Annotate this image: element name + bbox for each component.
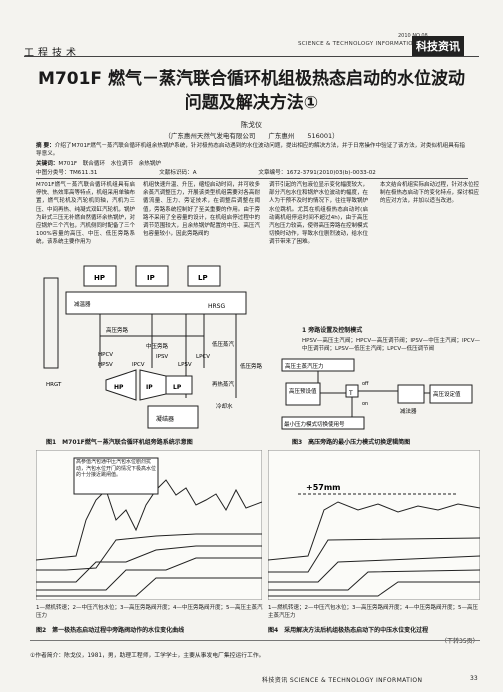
label-hrsg: HRSG <box>208 303 225 310</box>
label-hp-bypass: 高压旁路 <box>106 326 129 334</box>
fig2-annotation: 高参值汽包通中压汽包水位剧烈扰动，汽包水位开门的情况下极高水位的十分接近跳闸值。 <box>76 459 157 478</box>
abstract-text: 介绍了M701F燃气－蒸汽联合循环机组余热锅炉系统，针对极热态启动遇到的水位波动… <box>36 143 466 157</box>
footer-journal: 科技资讯 SCIENCE & TECHNOLOGY INFORMATION <box>262 677 423 684</box>
label-hrgt: HRGT <box>46 382 62 388</box>
section-heading-1: 1 旁路设置及控制模式 <box>302 327 363 334</box>
label-ip-drum: IP <box>147 274 155 282</box>
label-lp-steam: 低压蒸汽 <box>212 340 235 348</box>
title-line-1: M701F 燃气－蒸汽联合循环机组极热态启动的水位波动 <box>38 69 465 89</box>
label-ipcv: IPCV <box>132 362 145 368</box>
fig4-series-1 <box>268 555 480 583</box>
label-t: T <box>348 390 353 397</box>
hp-preset-box <box>285 382 321 406</box>
label-ip-bypass: 中压旁路 <box>146 342 169 350</box>
label-deaerator: 减温器 <box>74 300 91 308</box>
abstract-label: 摘 要： <box>36 143 55 149</box>
label-on: on <box>362 401 368 407</box>
figure-4-frame <box>268 450 480 600</box>
lp-drum <box>187 265 221 287</box>
label-reheat: 再热蒸汽 <box>212 380 235 388</box>
figure-3-caption: 图3 高压旁路的最小压力模式切换逻辑简图 <box>292 439 411 446</box>
label-hpcv: HPCV <box>98 352 113 358</box>
body-column-1: M701F燃气－蒸汽联合循环机组具有启停快、热效率高等特点，机组采用单轴布置，燃… <box>36 182 136 246</box>
body-column-3: 调节引起的汽包液位显示变化幅度较大，部分汽包水位和锅炉水位波动的幅度，在人为干预… <box>269 182 369 246</box>
hp-setpoint-box <box>429 384 473 404</box>
hrsg-box <box>65 291 247 315</box>
figure-1-schematic: HP IP LP HRSG 减温器 高压旁路 中压旁路 低压旁路 再热蒸汽 HR… <box>43 265 263 429</box>
clc-number: 中图分类号：TM611.31 <box>36 170 98 176</box>
label-lp-turbine: LP <box>173 384 182 391</box>
label-subtractor: 减法器 <box>400 407 417 415</box>
fig4-series-2 <box>268 501 480 561</box>
label-box-c: 最小压力模式切换使用号 <box>284 420 345 428</box>
footnote-rule <box>30 640 480 641</box>
section-label: 工程技术 <box>24 48 80 59</box>
label-box-a: 高压预设值 <box>289 387 317 395</box>
label-ip-turbine: IP <box>146 384 153 391</box>
label-box-b: 高压设定值 <box>433 390 461 398</box>
page-number: 33 <box>470 675 478 682</box>
label-lpsv: LPSV <box>178 362 192 368</box>
fig2-annotation-box <box>73 457 159 495</box>
label-condenser: 凝结器 <box>156 415 174 423</box>
condenser-box <box>147 405 199 429</box>
keywords: M701F 联合循环 水位调节 余热锅炉 <box>58 161 162 167</box>
subtractor-box <box>397 384 425 404</box>
fig2-series-4 <box>36 577 262 597</box>
hp-drum <box>83 265 117 287</box>
label-hpsv: HPSV <box>98 362 113 368</box>
label-hp-master: 高压主蒸汽压力 <box>285 362 324 370</box>
label-lpcv: LPCV <box>196 354 210 360</box>
section-1-text: HPSV—高压主汽阀；HPCV—高压调节阀；IPSV—中压主汽阀；IPCV—中压… <box>302 338 480 353</box>
fig2-series-5 <box>36 533 262 571</box>
title-line-2: 问题及解决方法① <box>184 93 319 113</box>
label-hp-turbine: HP <box>114 384 124 391</box>
label-lp-bypass: 低压旁路 <box>240 362 263 370</box>
keywords-line: 关键词：M701F 联合循环 水位调节 余热锅炉 <box>36 159 466 167</box>
abstract-rule <box>36 178 468 179</box>
journal-badge: 科技资讯 <box>412 36 464 56</box>
lp-turbine <box>165 375 193 395</box>
fig2-series-1 <box>36 545 262 583</box>
figure-1-caption: 图1 M701F燃气－蒸汽联合循环机组旁路系统示意图 <box>46 439 193 446</box>
journal-name: SCIENCE & TECHNOLOGY INFORMATION <box>298 41 418 47</box>
classification-line: 中图分类号：TM611.31 文献标识码：A 文章编号：1672-3791(20… <box>36 168 466 176</box>
min-pressure-switch-box <box>281 416 365 430</box>
figure-4-caption: 图4 采用解决方法后机组极热态启动下的中压水位变化过程 <box>268 627 429 634</box>
figure-4-legend: 1—燃机转速；2—中压汽包水位；3—高压旁路阀开度；4—中压旁路阀开度；5—高压… <box>268 605 478 619</box>
fig4-series-4 <box>268 581 480 597</box>
figure-2-trend-chart: 高参值汽包通中压汽包水位剧烈扰动，汽包水位开门的情况下极高水位的十分接近跳闸值。 <box>36 450 262 600</box>
affiliation: （广东惠州天然气发电有限公司 广东惠州 516001） <box>164 132 339 140</box>
label-cooling-water: 冷却水 <box>216 402 233 410</box>
hrgt-duct <box>43 277 59 369</box>
fig4-annotation: +57mm <box>306 483 341 492</box>
document-code: 文献标识码：A <box>159 170 197 176</box>
ip-turbine <box>139 369 167 401</box>
keywords-label: 关键词： <box>36 161 59 167</box>
author: 陈戈仪 <box>241 121 262 129</box>
label-off: off <box>362 381 369 387</box>
footnote: ①作者简介：陈戈仪，1981，男，助理工程师，工学学士，主要从事发电厂集控运行工… <box>30 653 265 659</box>
label-lp-drum: LP <box>198 274 208 282</box>
fig2-series-3 <box>36 557 262 591</box>
article-number: 文章编号：1672-3791(2010)03(b)-0033-02 <box>258 170 376 176</box>
ip-drum <box>135 265 169 287</box>
figure-3-logic-diagram: 高压主蒸汽压力 高压预设值 T off on 减法器 高压设定值 最小压力模式切… <box>281 358 473 430</box>
fig4-series-3 <box>268 569 480 591</box>
hp-turbine <box>105 369 137 401</box>
body-column-2: 机组快速升温、升压，缩短启动时间，并可收多余蒸汽调整压力，开展该类型机组需要对各… <box>143 182 260 238</box>
figure-2-legend: 1—燃机转速；2—中压汽包水位；3—高压旁路阀开度；4—中压旁路阀开度；5—高压… <box>36 605 263 619</box>
continued-note: （下转35页） <box>441 638 479 645</box>
label-hp-drum: HP <box>94 274 105 282</box>
body-column-4: 本文结合机组实际启动过程，针对水位控制在极热态启动下的变化特点，探讨相应的应对方… <box>380 182 480 205</box>
figure-2-caption: 图2 第一极热态启动过程中旁路阀动作的水位变化曲线 <box>36 627 185 634</box>
label-ipsv: IPSV <box>156 354 168 360</box>
figure-4-trend-chart: +57mm <box>268 450 480 600</box>
fig4-series-5 <box>268 537 480 573</box>
abstract: 摘 要：介绍了M701F燃气－蒸汽联合循环机组余热锅炉系统，针对极热态启动遇到的… <box>36 142 466 158</box>
header-rule <box>24 56 479 57</box>
